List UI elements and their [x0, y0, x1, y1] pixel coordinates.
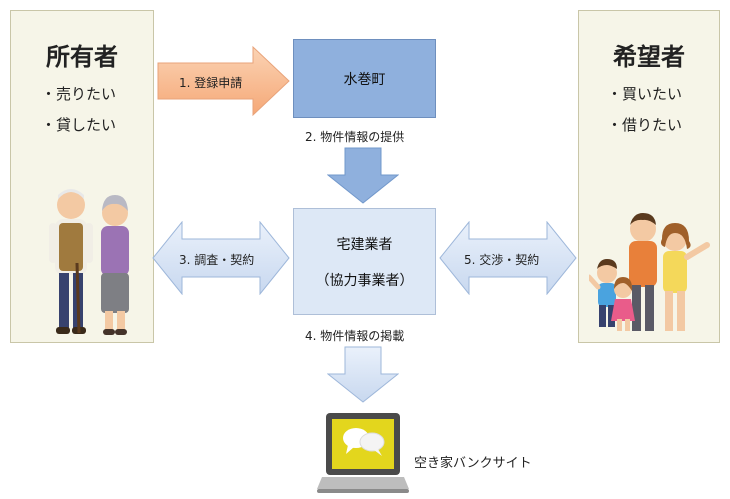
step5-label: 5. 交渉・契約	[464, 253, 540, 267]
family-illustration	[589, 213, 710, 331]
seeker-item-borrow: ・借りたい	[607, 116, 683, 134]
agent-box: 宅建業者 （協力事業者）	[293, 208, 436, 315]
owner-title: 所有者	[46, 43, 118, 71]
step1-label: 1. 登録申請	[179, 76, 243, 90]
owner-panel: 所有者 ・売りたい ・貸したい	[10, 10, 154, 343]
step2-down-arrow	[327, 147, 399, 204]
town-box: 水巻町	[293, 39, 436, 118]
step4-down-arrow	[327, 346, 399, 403]
owner-item-sell: ・売りたい	[41, 85, 117, 103]
seeker-title: 希望者	[613, 43, 685, 71]
agent-sublabel: （協力事業者）	[315, 272, 414, 289]
step3-double-arrow	[152, 221, 290, 295]
laptop-chat-icon	[317, 413, 409, 493]
seeker-panel: 希望者 ・買いたい ・借りたい	[578, 10, 720, 343]
elderly-couple-illustration	[49, 189, 129, 335]
site-label: 空き家バンクサイト	[414, 456, 532, 471]
step1-arrow	[157, 45, 290, 117]
seeker-item-buy: ・買いたい	[607, 85, 683, 103]
step5-double-arrow	[439, 221, 577, 295]
agent-label: 宅建業者	[336, 236, 393, 253]
step3-label: 3. 調査・契約	[179, 253, 255, 267]
owner-item-rent: ・貸したい	[41, 116, 117, 134]
town-label: 水巻町	[343, 71, 386, 88]
step4-label: 4. 物件情報の掲載	[305, 329, 405, 343]
step2-label: 2. 物件情報の提供	[305, 130, 405, 144]
